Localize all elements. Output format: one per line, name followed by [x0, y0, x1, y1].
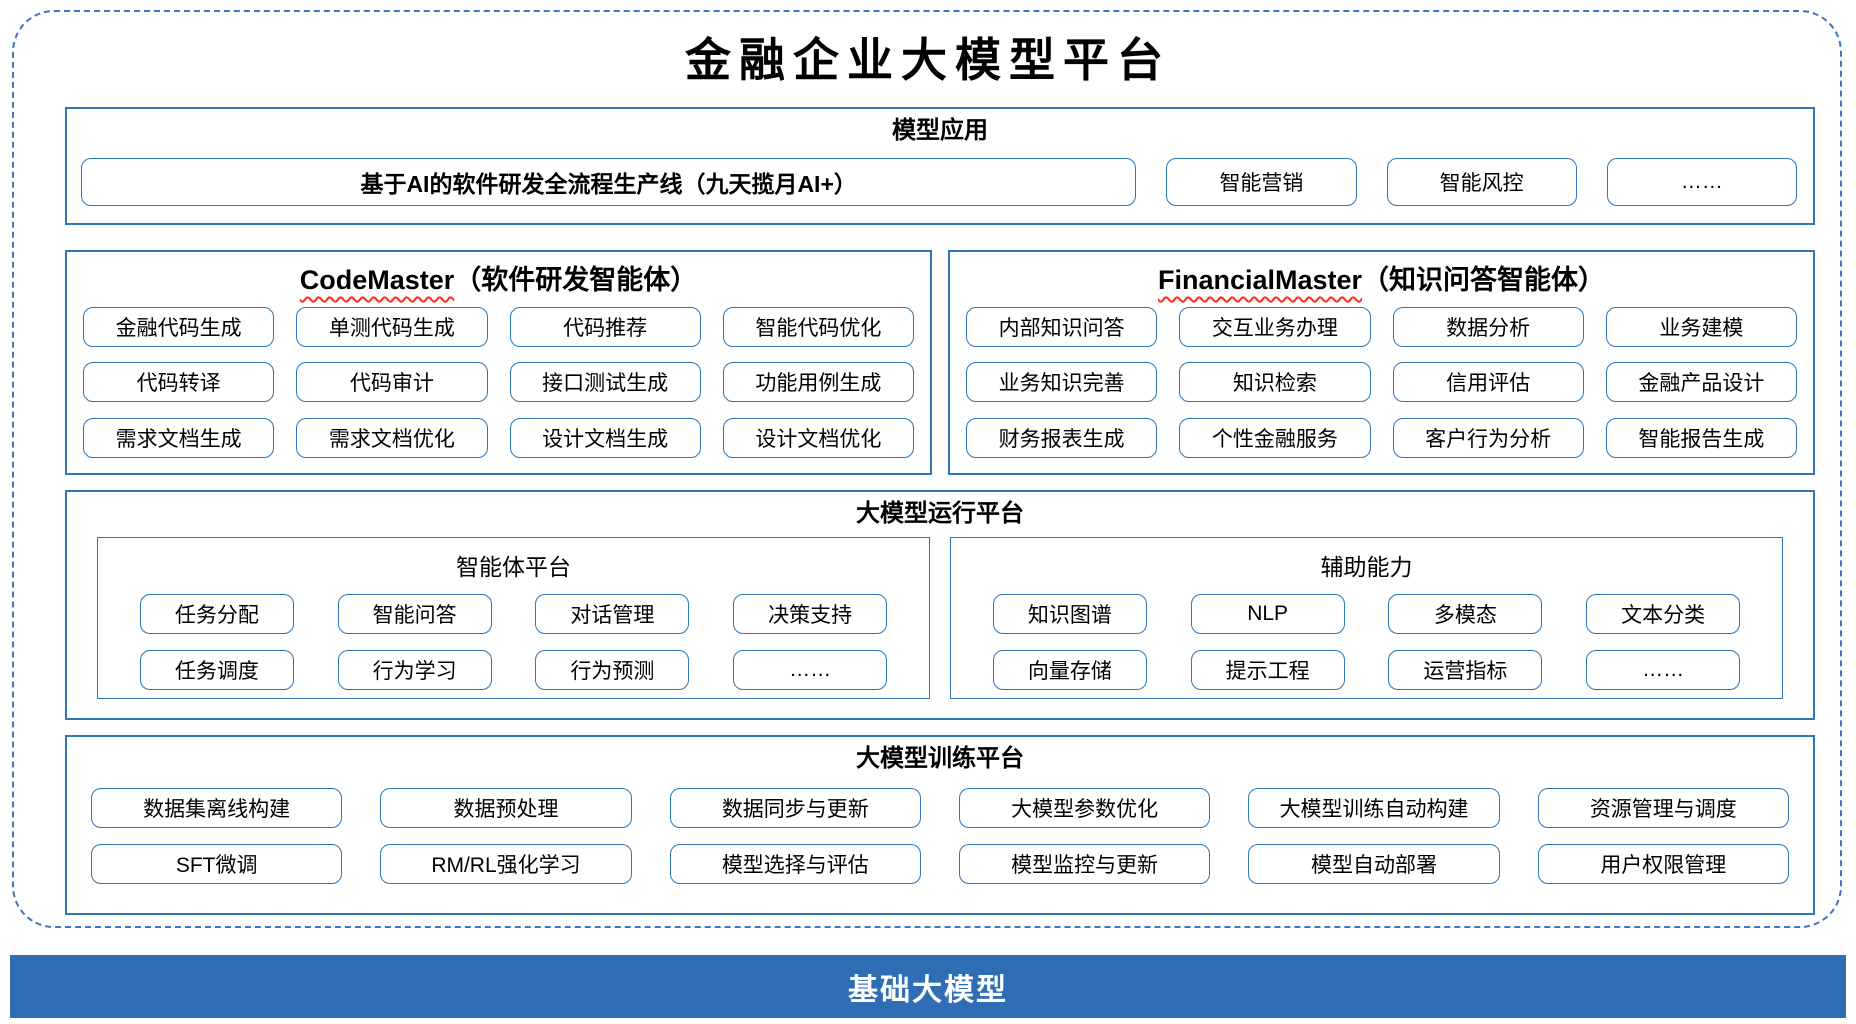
agent-platform-pill: 任务分配	[139, 593, 294, 634]
codemaster-capability-pill: 功能用例生成	[722, 362, 914, 403]
aux-capability-pill: 文本分类	[1586, 593, 1741, 634]
aux-capability-pill: 多模态	[1388, 593, 1543, 634]
training-capability-pill: 数据集离线构建	[91, 787, 343, 828]
aux-capability-pill: ……	[1586, 649, 1741, 690]
section-model-applications-header: 模型应用	[892, 117, 988, 144]
codemaster-capability-pill: 代码转译	[83, 362, 275, 403]
financialmaster-capability-pill: 信用评估	[1392, 362, 1584, 403]
training-capability-pill: 数据预处理	[380, 787, 632, 828]
financialmaster-title: FinancialMaster（知识问答智能体）	[950, 252, 1813, 297]
codemaster-capability-pill: 单测代码生成	[296, 307, 488, 347]
aux-capabilities-box: 辅助能力 知识图谱 NLP 多模态 文本分类向量存储 提示工程 运营指标 ……	[950, 536, 1783, 699]
page-title: 金融企业大模型平台	[685, 33, 1171, 87]
training-capability-pill: 模型监控与更新	[958, 843, 1211, 884]
section-runtime-platform: 大模型运行平台 智能体平台 任务分配 智能问答 对话管理 决策支持任务调度 行为学习 行为…	[65, 490, 1815, 720]
agent-platform-pill: ……	[733, 649, 888, 690]
aux-capabilities-header: 辅助能力	[1320, 553, 1413, 580]
financialmaster-capability-pill: 智能报告生成	[1605, 417, 1797, 458]
codemaster-pill-grid: 金融代码生成单测代码生成代码推荐智能代码优化代码转译代码审计接口测试生成功能用例…	[67, 297, 930, 473]
financialmaster-capability-pill: 交互业务办理	[1179, 307, 1371, 347]
financialmaster-capability-pill: 金融产品设计	[1605, 362, 1797, 403]
outer-dashed-frame	[12, 10, 1842, 928]
codemaster-capability-pill: 需求文档生成	[83, 417, 275, 458]
codemaster-capability-pill: 需求文档优化	[296, 417, 488, 458]
financialmaster-capability-pill: 数据分析	[1392, 307, 1584, 347]
pill-ai-software-pipeline: 基于AI的软件研发全流程生产线（九天揽月AI+）	[81, 157, 1137, 206]
agent-platform-header: 智能体平台	[456, 553, 571, 580]
foundation-model-bar: 基础大模型	[10, 955, 1846, 1018]
financialmaster-capability-pill: 业务知识完善	[966, 362, 1158, 403]
financialmaster-box: FinancialMaster（知识问答智能体） 内部知识问答交互业务办理数据分…	[948, 250, 1815, 475]
training-capability-pill: RM/RL强化学习	[380, 843, 632, 884]
aux-capability-pill: 运营指标	[1388, 649, 1543, 690]
pill-smart-marketing: 智能营销	[1166, 157, 1357, 206]
section-agents-row: CodeMaster（软件研发智能体） 金融代码生成单测代码生成代码推荐智能代码…	[65, 250, 1815, 475]
model-applications-row: 基于AI的软件研发全流程生产线（九天揽月AI+） 智能营销 智能风控 ……	[67, 146, 1813, 206]
agent-platform-pill-grid: 任务分配 智能问答 对话管理 决策支持任务调度 行为学习 行为预测 ……	[98, 582, 929, 690]
financialmaster-capability-pill: 知识检索	[1179, 362, 1371, 403]
financialmaster-capability-pill: 客户行为分析	[1392, 417, 1584, 458]
financialmaster-pill-grid: 内部知识问答交互业务办理数据分析业务建模业务知识完善知识检索信用评估金融产品设计…	[950, 297, 1813, 473]
codemaster-capability-pill: 设计文档生成	[509, 417, 701, 458]
codemaster-box: CodeMaster（软件研发智能体） 金融代码生成单测代码生成代码推荐智能代码…	[65, 250, 932, 475]
financialmaster-capability-pill: 个性金融服务	[1179, 417, 1371, 458]
codemaster-title-zh: （软件研发智能体）	[454, 265, 698, 295]
aux-capability-pill: NLP	[1190, 593, 1345, 634]
codemaster-capability-pill: 设计文档优化	[722, 417, 914, 458]
training-pill-grid: 数据集离线构建数据预处理数据同步与更新大模型参数优化大模型训练自动构建资源管理与…	[67, 774, 1813, 884]
financialmaster-capability-pill: 内部知识问答	[966, 307, 1158, 347]
aux-capabilities-pill-grid: 知识图谱 NLP 多模态 文本分类向量存储 提示工程 运营指标 ……	[951, 582, 1782, 690]
training-platform-header: 大模型训练平台	[856, 745, 1024, 772]
training-capability-pill: 数据同步与更新	[669, 787, 921, 828]
section-model-applications: 模型应用 基于AI的软件研发全流程生产线（九天揽月AI+） 智能营销 智能风控 …	[65, 107, 1815, 225]
training-capability-pill: 大模型训练自动构建	[1248, 787, 1500, 828]
codemaster-capability-pill: 代码审计	[296, 362, 488, 403]
pill-smart-risk-control: 智能风控	[1386, 157, 1577, 206]
training-capability-pill: SFT微调	[91, 843, 343, 884]
foundation-model-bar-label: 基础大模型	[848, 973, 1008, 1007]
section-training-platform: 大模型训练平台 数据集离线构建数据预处理数据同步与更新大模型参数优化大模型训练自…	[65, 735, 1815, 915]
agent-platform-box: 智能体平台 任务分配 智能问答 对话管理 决策支持任务调度 行为学习 行为预测 ……	[97, 536, 930, 699]
agent-platform-pill: 行为预测	[535, 649, 690, 690]
training-capability-pill: 用户权限管理	[1537, 843, 1789, 884]
financialmaster-capability-pill: 业务建模	[1605, 307, 1797, 347]
agent-platform-pill: 任务调度	[139, 649, 294, 690]
financialmaster-capability-pill: 财务报表生成	[966, 417, 1158, 458]
codemaster-capability-pill: 智能代码优化	[722, 307, 914, 347]
agent-platform-pill: 行为学习	[337, 649, 492, 690]
runtime-subboxes-row: 智能体平台 任务分配 智能问答 对话管理 决策支持任务调度 行为学习 行为预测 …… 辅助能…	[67, 529, 1813, 699]
financialmaster-title-zh: （知识问答智能体）	[1362, 265, 1606, 295]
agent-platform-pill: 智能问答	[337, 593, 492, 634]
financialmaster-title-en: FinancialMaster	[1157, 265, 1363, 295]
codemaster-title: CodeMaster（软件研发智能体）	[67, 252, 930, 297]
aux-capability-pill: 向量存储	[992, 649, 1147, 690]
agent-platform-pill: 决策支持	[733, 593, 888, 634]
codemaster-title-en: CodeMaster	[299, 265, 455, 295]
training-capability-pill: 模型自动部署	[1248, 843, 1500, 884]
pill-more-ellipsis: ……	[1606, 157, 1797, 206]
aux-capability-pill: 知识图谱	[992, 593, 1147, 634]
runtime-platform-header: 大模型运行平台	[856, 500, 1024, 527]
codemaster-capability-pill: 金融代码生成	[83, 307, 275, 347]
training-capability-pill: 资源管理与调度	[1537, 787, 1789, 828]
agent-platform-pill: 对话管理	[535, 593, 690, 634]
codemaster-capability-pill: 代码推荐	[509, 307, 701, 347]
training-capability-pill: 模型选择与评估	[669, 843, 921, 884]
training-capability-pill: 大模型参数优化	[958, 787, 1211, 828]
codemaster-capability-pill: 接口测试生成	[509, 362, 701, 403]
aux-capability-pill: 提示工程	[1190, 649, 1345, 690]
